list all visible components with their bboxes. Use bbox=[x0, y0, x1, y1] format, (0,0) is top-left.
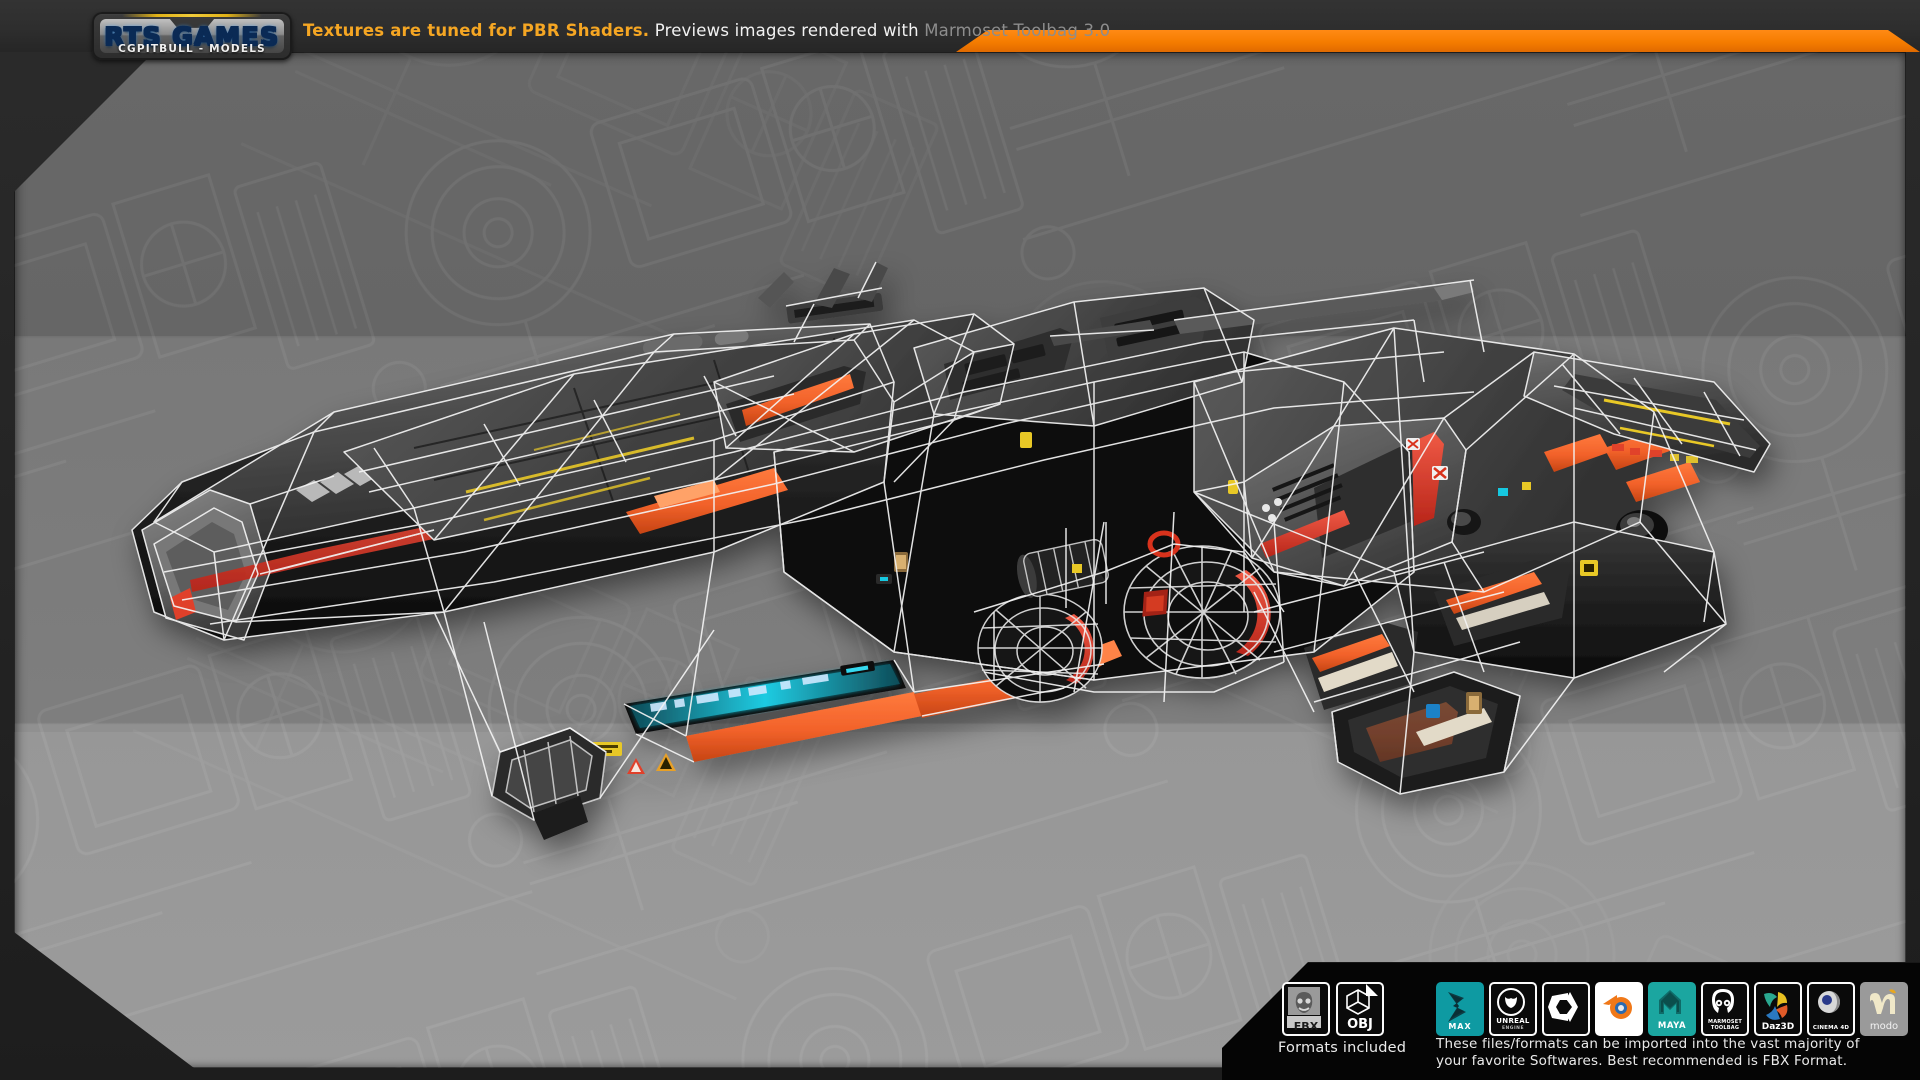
maya-icon[interactable]: MAYA bbox=[1648, 982, 1696, 1036]
header-bar: Textures are tuned for PBR Shaders. Prev… bbox=[0, 0, 1920, 60]
marmoset-toolbag-icon[interactable]: MARMOSET TOOLBAG bbox=[1701, 982, 1749, 1036]
header-caption-mid: Previews images rendered with bbox=[649, 21, 925, 40]
render-stage bbox=[14, 52, 1906, 1068]
spaceship-render bbox=[14, 52, 1906, 1068]
maya-label: MAYA bbox=[1657, 1021, 1687, 1031]
fbx-format-icon[interactable]: FBX bbox=[1282, 982, 1330, 1036]
unreal-sub-label: ENGINE bbox=[1501, 1026, 1525, 1031]
obj-format-icon[interactable]: OBJ bbox=[1336, 982, 1384, 1036]
header-caption-highlight: Textures are tuned for PBR Shaders. bbox=[303, 21, 650, 40]
software-icons-row: MAX UNREAL ENGINE bbox=[1436, 982, 1908, 1036]
logo-subtitle: CGPITBULL - MODELS bbox=[118, 43, 266, 55]
3ds-max-icon[interactable]: MAX bbox=[1436, 982, 1484, 1036]
marmoset-label: MARMOSET TOOLBAG bbox=[1708, 1019, 1742, 1031]
cinema4d-label: CINEMA 4D bbox=[1812, 1025, 1850, 1031]
modo-label: modo bbox=[1869, 1021, 1899, 1032]
cinema4d-icon[interactable]: CINEMA 4D bbox=[1807, 982, 1855, 1036]
daz3d-label: Daz3D bbox=[1761, 1022, 1795, 1032]
header-caption: Textures are tuned for PBR Shaders. Prev… bbox=[303, 21, 1110, 40]
orange-accent-bar bbox=[910, 30, 1920, 52]
logo-title: RTS GAMES bbox=[92, 22, 292, 51]
formats-included-group: FBX OBJ bbox=[1282, 982, 1384, 1036]
fbx-label: FBX bbox=[1293, 1020, 1319, 1033]
formats-included-caption: Formats included bbox=[1278, 1040, 1407, 1056]
modo-icon[interactable]: modo bbox=[1860, 982, 1908, 1036]
header-caption-dim: Marmoset Toolbag 3.0 bbox=[924, 21, 1111, 40]
daz3d-icon[interactable]: Daz3D bbox=[1754, 982, 1802, 1036]
formats-note-caption: These files/formats can be imported into… bbox=[1436, 1036, 1860, 1069]
brand-logo-badge[interactable]: RTS GAMES CGPITBULL - MODELS bbox=[92, 12, 292, 60]
unreal-engine-icon[interactable]: UNREAL ENGINE bbox=[1489, 982, 1537, 1036]
blender-icon[interactable] bbox=[1595, 982, 1643, 1036]
max-label: MAX bbox=[1448, 1022, 1472, 1031]
unreal-label: UNREAL bbox=[1496, 1017, 1530, 1025]
obj-label: OBJ bbox=[1347, 1017, 1373, 1032]
logo-accent-line bbox=[122, 14, 262, 17]
header-accent-strip bbox=[0, 0, 1920, 52]
unity-icon[interactable] bbox=[1542, 982, 1590, 1036]
